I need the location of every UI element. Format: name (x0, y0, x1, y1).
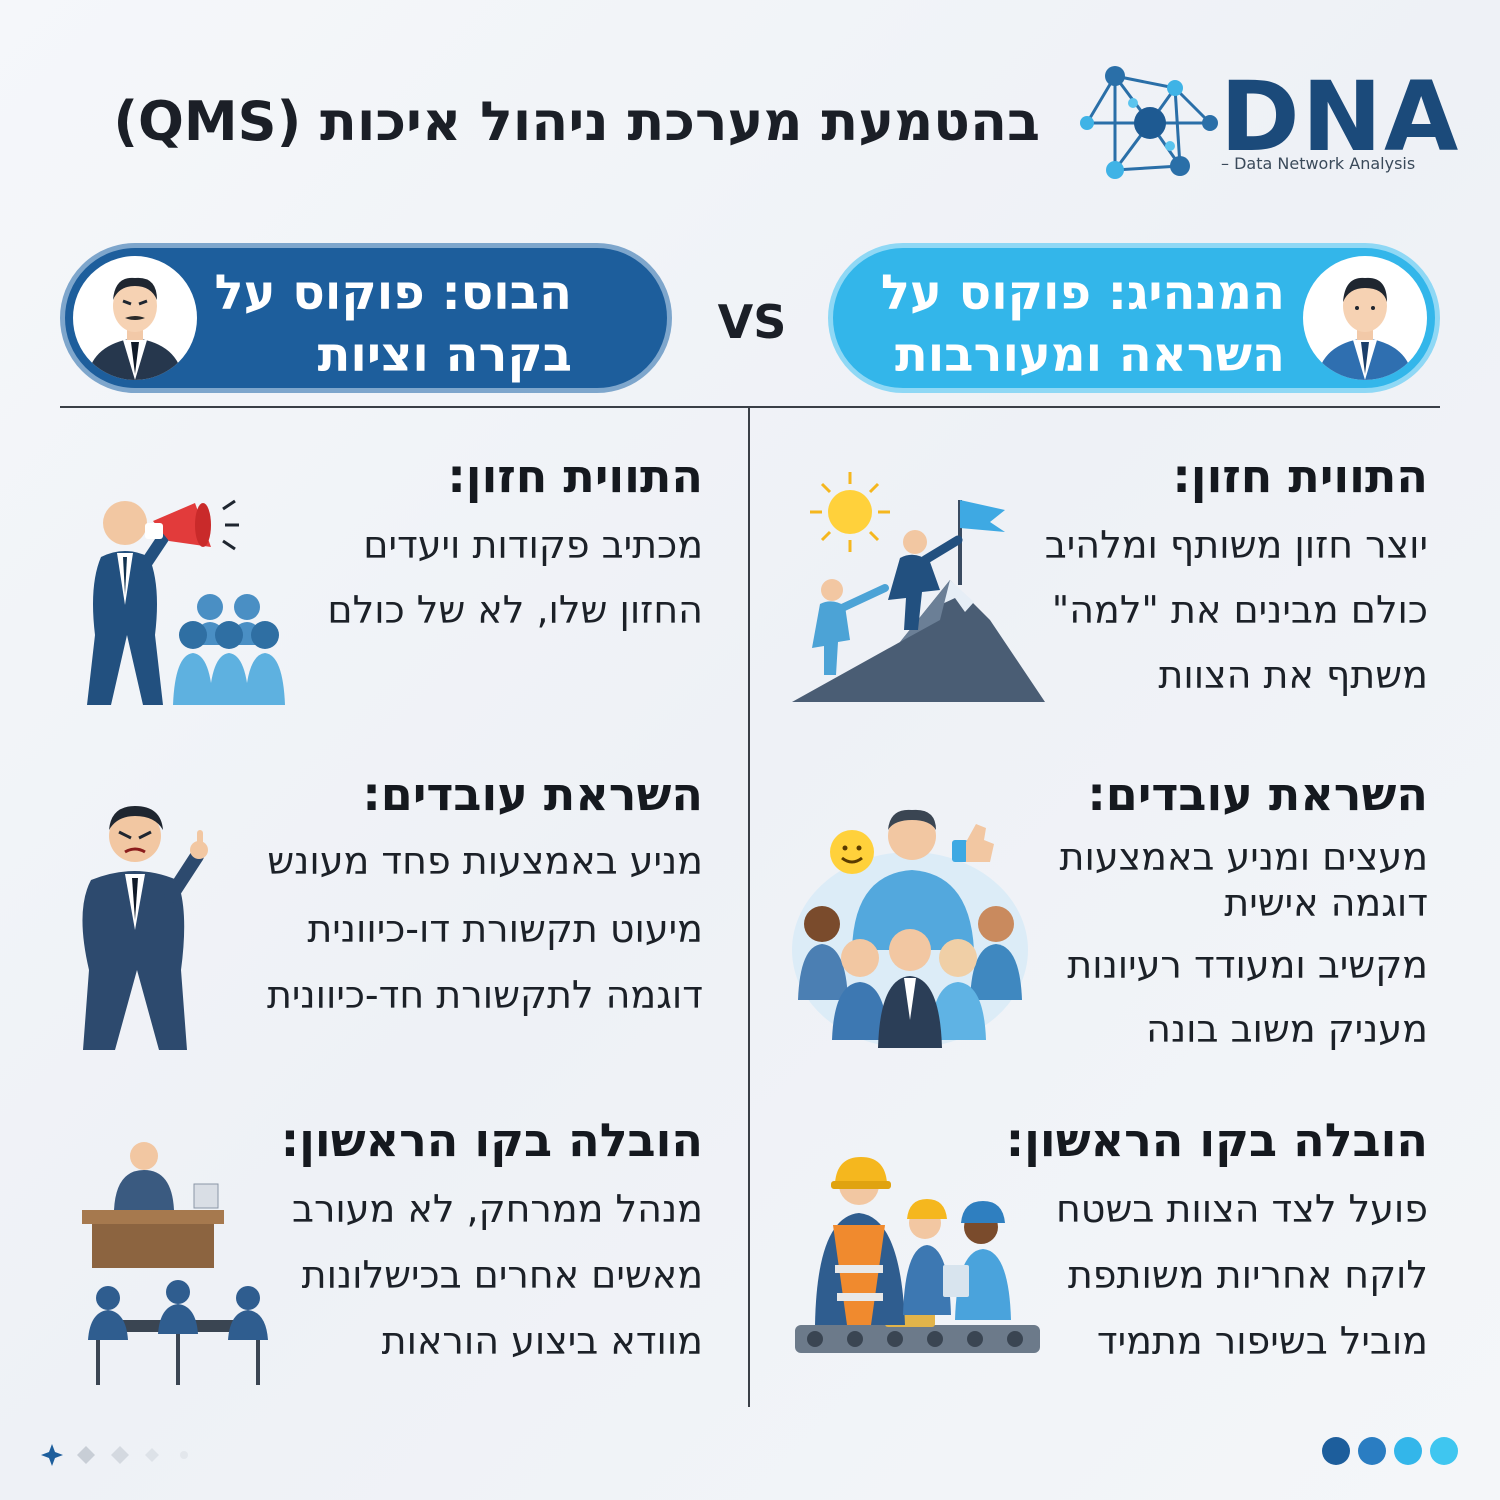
happy-team-icon (792, 809, 1028, 1048)
logo-wordmark: DNA (1220, 61, 1461, 173)
boss-frontline-line: מוודא ביצוע הוראות (381, 1319, 703, 1363)
leader-pill: המנהיג: פוקוס על השראה ומעורבות (828, 243, 1440, 393)
dot (1430, 1437, 1458, 1465)
boss-vision-line: מכתיב פקודות ויעדים (363, 523, 703, 567)
leader-inspire-heading: השראת עובדים: (1087, 767, 1428, 821)
leader-frontline-line: לוקח אחריות משותפת (1067, 1253, 1428, 1297)
decorative-dots (1322, 1437, 1462, 1471)
boss-inspire-line: מניע באמצעות פחד מעונש (267, 839, 703, 883)
vs-label: VS (717, 295, 787, 349)
workers-conveyor-icon (795, 1157, 1040, 1353)
horizontal-divider (60, 406, 1440, 408)
boss-pill-line1: הבוס: פוקוס על (214, 265, 572, 321)
desk-manager-meeting-icon (82, 1142, 268, 1385)
mountain-climb-flag-icon (792, 472, 1045, 702)
boss-frontline-heading: הובלה בקו הראשון: (280, 1113, 703, 1167)
dna-logo: DNA – Data Network Analysis (1075, 58, 1458, 188)
logo-subtitle: – Data Network Analysis (1221, 154, 1416, 173)
dot (1394, 1437, 1422, 1465)
dot (1358, 1437, 1386, 1465)
leader-vision-line: יוצר חזון משותף ומלהיב (1044, 523, 1428, 567)
leader-pill-line2: השראה ומעורבות (895, 327, 1285, 383)
decorative-diamonds (40, 1440, 200, 1470)
leader-inspire-line: מעניק משוב בונה (1146, 1007, 1428, 1051)
stern-businessman-avatar-icon (73, 256, 197, 380)
leader-frontline-line: פועל לצד הצוות בשטח (1055, 1187, 1428, 1231)
boss-pill-line2: בקרה וציות (317, 327, 572, 383)
leader-inspire-line: מעצים ומניע באמצעות (1059, 835, 1428, 879)
boss-pill: הבוס: פוקוס על בקרה וציות (60, 243, 672, 393)
leader-vision-line: משתף את הצוות (1158, 653, 1428, 697)
page-title: בהטמעת מערכת ניהול איכות (QMS) (113, 90, 1040, 153)
network-graph-icon (1080, 66, 1218, 179)
leader-inspire-line: מקשיב ומעודד רעיונות (1067, 943, 1428, 987)
dot (1322, 1437, 1350, 1465)
leader-vision-heading: התווית חזון: (1172, 449, 1428, 503)
boss-frontline-line: מאשים אחרים בכישלונות (301, 1253, 703, 1297)
boss-frontline-line: מנהל ממרחק, לא מעורב (292, 1187, 703, 1231)
leader-inspire-line: דוגמה אישית (1224, 881, 1428, 925)
boss-inspire-line: מיעוט תקשורת דו-כיוונית (307, 907, 703, 951)
angry-pointing-boss-icon (82, 806, 208, 1050)
boss-vision-line: החזון שלו, לא של כולם (327, 588, 703, 632)
leader-pill-line1: המנהיג: פוקוס על (880, 265, 1285, 321)
leader-vision-line: כולם מבינים את "למה" (1051, 588, 1428, 632)
leader-frontline-heading: הובלה בקו הראשון: (1005, 1113, 1428, 1167)
boss-inspire-heading: השראת עובדים: (362, 767, 703, 821)
boss-inspire-line: דוגמה לתקשורת חד-כיוונית (266, 973, 703, 1017)
megaphone-boss-icon (87, 499, 285, 705)
vertical-divider (748, 407, 750, 1407)
businessman-avatar-icon (1303, 256, 1427, 380)
sparkle-icon (41, 1444, 188, 1466)
boss-vision-heading: התווית חזון: (447, 449, 703, 503)
leader-frontline-line: מוביל בשיפור מתמיד (1096, 1319, 1428, 1363)
